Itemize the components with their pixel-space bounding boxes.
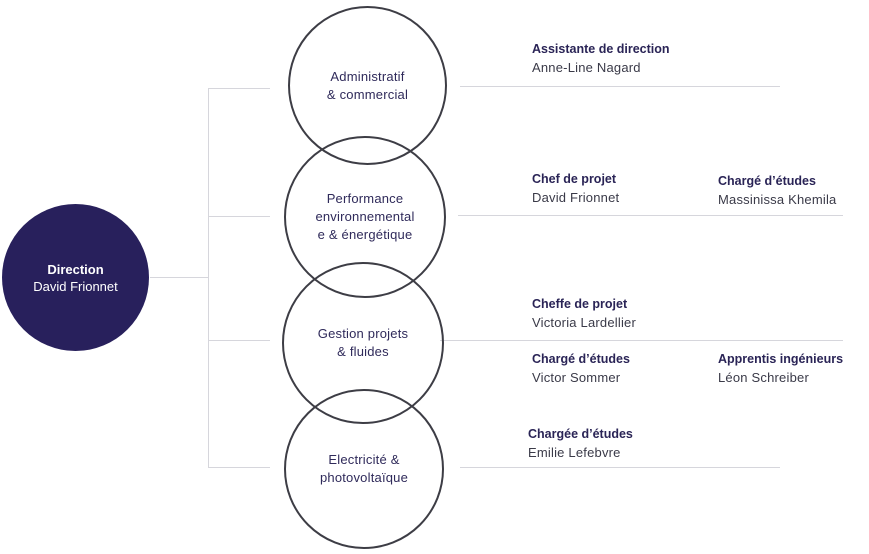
role-title: Assistante de direction: [532, 42, 670, 56]
role-person: David Frionnet: [532, 190, 620, 205]
role-person: Victoria Lardellier: [532, 315, 636, 330]
role-apprentis-ingenieurs: Apprentis ingénieurs Léon Schreiber: [718, 350, 843, 388]
department-performance: Performance environnemental e & énergéti…: [284, 136, 446, 298]
rule-gestion: [440, 340, 843, 341]
role-title: Chargé d’études: [532, 352, 630, 366]
connector-branch-gestion: [208, 340, 270, 341]
role-person: Emilie Lefebvre: [528, 445, 621, 460]
role-person: Léon Schreiber: [718, 370, 809, 385]
rule-perf: [458, 215, 843, 216]
role-chef-de-projet: Chef de projet David Frionnet: [532, 170, 619, 208]
department-label: Performance environnemental e & énergéti…: [315, 191, 415, 242]
role-charge-etudes-perf: Chargé d’études Massinissa Khemila: [718, 172, 836, 210]
role-title: Apprentis ingénieurs: [718, 352, 844, 366]
role-title: Chargé d’études: [718, 174, 816, 188]
role-cheffe-de-projet: Cheffe de projet Victoria Lardellier: [532, 295, 636, 333]
rule-admin: [460, 86, 780, 87]
direction-title: Direction: [47, 261, 104, 277]
direction-node: Direction David Frionnet: [2, 204, 149, 351]
connector-direction: [150, 277, 208, 278]
role-chargee-etudes-elec: Chargée d’études Emilie Lefebvre: [528, 425, 633, 463]
department-label: Electricité & photovoltaïque: [319, 452, 409, 485]
role-title: Cheffe de projet: [532, 297, 628, 311]
role-title: Chargée d’études: [528, 427, 633, 441]
role-person: Victor Sommer: [532, 370, 621, 385]
connector-trunk: [208, 88, 209, 468]
connector-branch-admin: [208, 88, 270, 89]
role-person: Anne-Line Nagard: [532, 60, 641, 75]
connector-branch-elec: [208, 467, 270, 468]
department-electricite: Electricité & photovoltaïque: [284, 389, 444, 549]
direction-name: David Frionnet: [33, 278, 118, 294]
role-assistante-direction: Assistante de direction Anne-Line Nagard: [532, 40, 670, 78]
department-label: Administratif & commercial: [326, 68, 409, 102]
rule-elec: [460, 467, 780, 468]
role-person: Massinissa Khemila: [718, 192, 837, 207]
department-label: Gestion projets & fluides: [317, 326, 409, 359]
connector-branch-perf: [208, 216, 270, 217]
role-charge-etudes-gestion: Chargé d’études Victor Sommer: [532, 350, 630, 388]
role-title: Chef de projet: [532, 172, 617, 186]
